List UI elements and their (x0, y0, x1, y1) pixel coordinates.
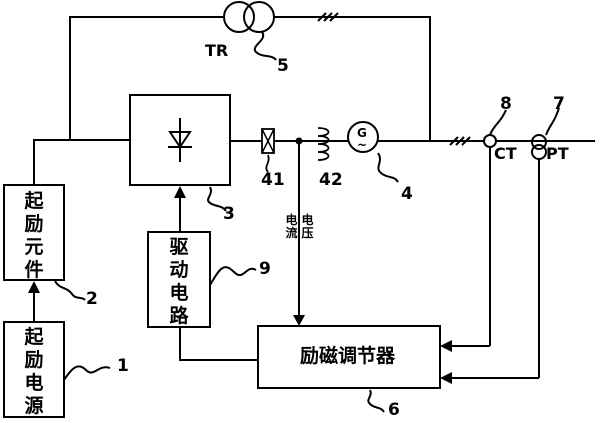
regulator-label: 励磁调节器 (300, 345, 396, 367)
ct-label: CT (494, 144, 517, 163)
pt-feed-wire (440, 372, 539, 384)
drive-circuit-label: 驱动电路 (169, 236, 189, 327)
inductor-number: 42 (319, 170, 343, 190)
regulator-number: 6 (388, 400, 400, 420)
top-loop-wire (69, 12, 431, 141)
inductor-42 (317, 127, 330, 161)
ct-number: 8 (500, 94, 512, 114)
regulator-block (257, 325, 441, 413)
startup-element-number: 2 (86, 289, 98, 309)
reactor-number: 41 (261, 170, 285, 190)
startup-element-block (3, 184, 86, 301)
main-line (230, 136, 595, 146)
drive-circuit-number: 9 (259, 259, 271, 279)
transformer-tr (223, 1, 277, 61)
generator-symbol: G (357, 126, 367, 140)
startup-power-number: 1 (117, 356, 129, 376)
sense-line (293, 141, 305, 326)
startup-feed-wire (33, 139, 130, 185)
reactor-41 (261, 128, 275, 173)
drive-circuit-block (147, 186, 258, 361)
pt-number: 7 (553, 94, 565, 114)
pt-label: PT (546, 144, 569, 163)
rectifier-number: 3 (223, 204, 235, 224)
current-transformer-ct (483, 109, 507, 346)
transformer-number: 5 (277, 56, 289, 76)
generator-number: 4 (401, 184, 413, 204)
generator-wave: ~ (357, 138, 368, 152)
ct-feed-wire (440, 340, 490, 352)
startup-power-block (3, 321, 111, 418)
potential-transformer-pt (531, 107, 560, 378)
transformer-label: TR (205, 41, 229, 60)
startup-power-arrow (28, 281, 40, 322)
startup-element-label: 起励元件 (24, 190, 44, 281)
current-label: 电流 (285, 213, 298, 240)
generator-g (347, 121, 399, 183)
voltage-label: 电压 (301, 213, 314, 240)
startup-power-label: 起励电源 (24, 326, 44, 417)
